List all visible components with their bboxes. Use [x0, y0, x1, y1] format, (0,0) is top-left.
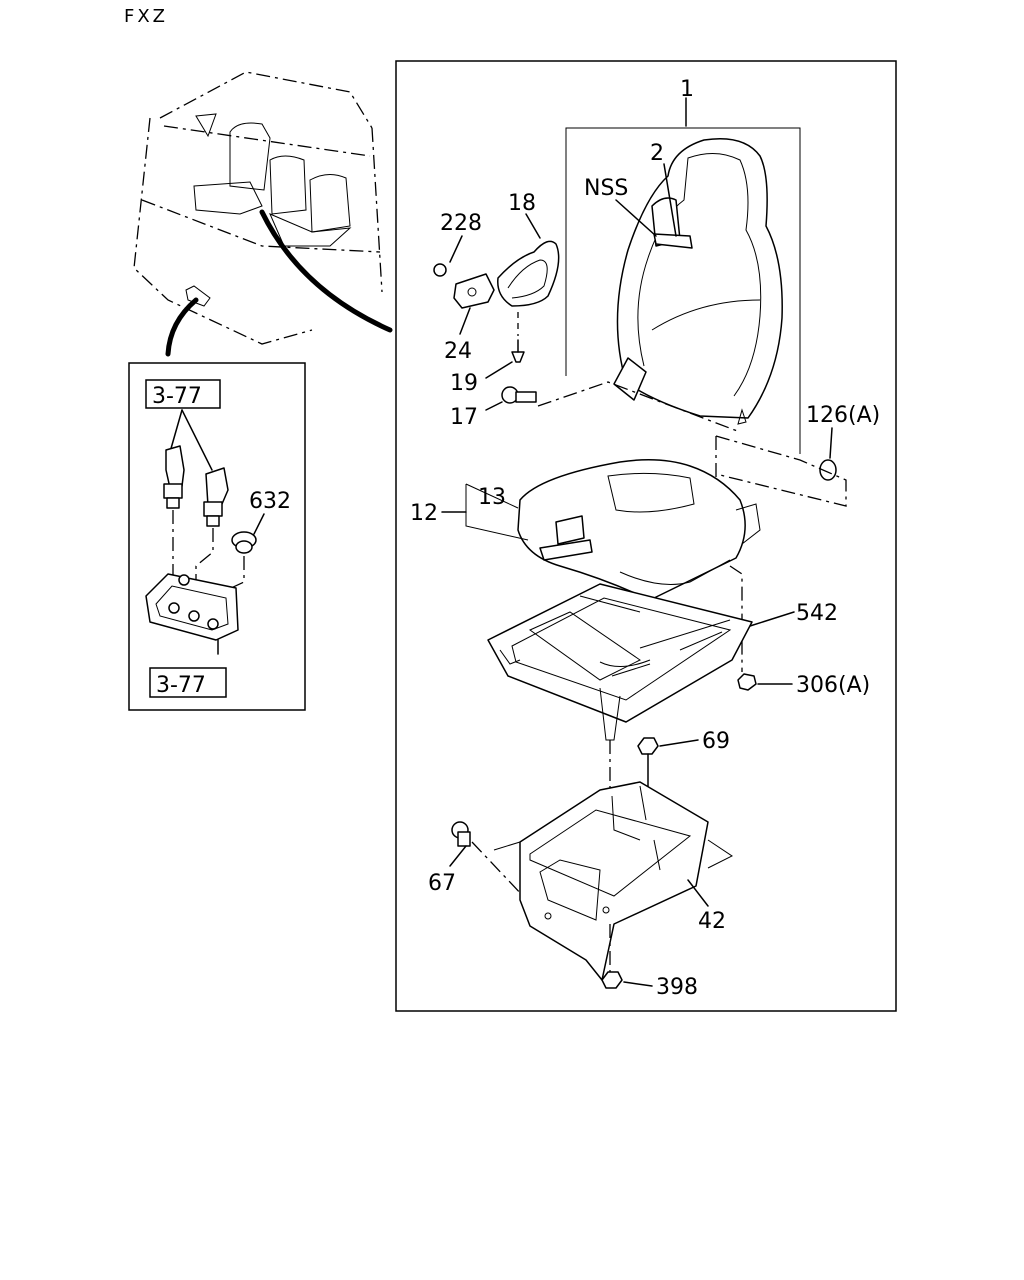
label-42: 42: [698, 909, 726, 934]
label-2: 2: [650, 141, 664, 166]
nut-398: [601, 971, 623, 989]
inset-frame: [128, 362, 306, 711]
cushion-bracket: [465, 484, 529, 541]
label-24: 24: [444, 339, 472, 364]
screw-228: [433, 263, 447, 277]
label-69: 69: [702, 729, 730, 754]
seat-cushion: [517, 459, 761, 601]
cab-to-seat-leader: [259, 209, 393, 333]
hose-fitting-left: [163, 445, 185, 509]
ref-box-bottom: [149, 667, 227, 698]
ref-box-top: [145, 379, 221, 409]
seat-back: [613, 137, 783, 425]
label-18: 18: [508, 191, 536, 216]
label-126a: 126(A): [806, 403, 880, 428]
seatback-bracket: [565, 127, 801, 454]
recliner-handle-18: [497, 240, 560, 307]
grommet-632: [231, 531, 257, 554]
label-632: 632: [249, 489, 291, 514]
seat-slide-542: [487, 583, 753, 741]
cab-to-inset-leader: [165, 297, 199, 357]
label-nss: NSS: [584, 176, 628, 201]
ref-label-bottom: 3-77: [156, 673, 206, 698]
hose-plate: [145, 573, 239, 655]
main-frame: [395, 60, 897, 1012]
label-19: 19: [450, 371, 478, 396]
label-17: 17: [450, 405, 478, 430]
bolt-67: [451, 821, 471, 847]
label-12: 12: [410, 501, 438, 526]
hose-fitting-right: [203, 467, 229, 527]
handle-cover-24: [453, 273, 495, 309]
label-13: 13: [478, 485, 506, 510]
ref-label-top: 3-77: [152, 384, 202, 409]
bolt-17: [501, 386, 537, 404]
label-1: 1: [680, 77, 694, 102]
model-code: FXZ: [124, 6, 168, 27]
bushing-126a: [819, 459, 837, 481]
cab-overview: [133, 71, 383, 345]
screw-19: [511, 339, 525, 363]
nut-306a: [737, 673, 757, 691]
seat-riser-42: [493, 781, 733, 981]
label-67: 67: [428, 871, 456, 896]
label-398: 398: [656, 975, 698, 1000]
label-228: 228: [440, 211, 482, 236]
label-306a: 306(A): [796, 673, 870, 698]
label-542: 542: [796, 601, 838, 626]
